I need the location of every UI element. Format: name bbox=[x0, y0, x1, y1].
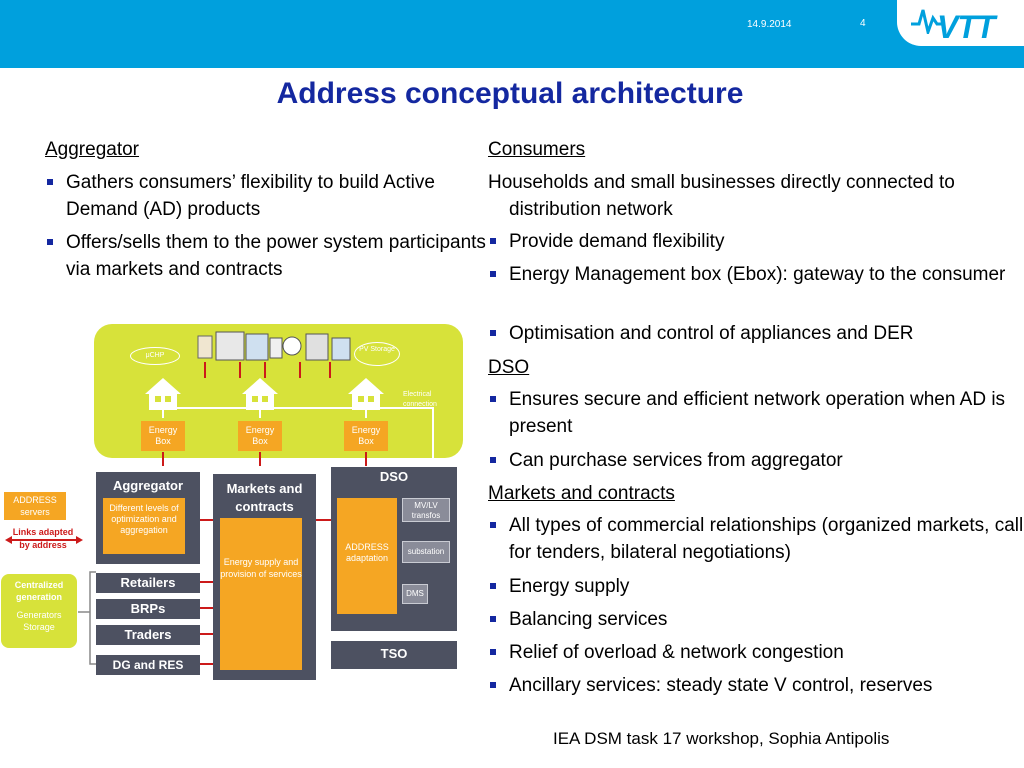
markets-bullet: All types of commercial relationships (o… bbox=[488, 512, 1024, 566]
footer-text: IEA DSM task 17 workshop, Sophia Antipol… bbox=[553, 729, 890, 748]
traders-box: Traders bbox=[96, 625, 200, 645]
consumers-heading: Consumers bbox=[488, 139, 586, 160]
retailers-box: Retailers bbox=[96, 573, 200, 593]
house-icon bbox=[348, 378, 384, 410]
links-adapted-label: Links adapted by address bbox=[12, 527, 74, 550]
tso-panel-title: TSO bbox=[380, 646, 408, 661]
centralized-generation-box: Centralized generation Generators Storag… bbox=[1, 574, 77, 648]
markets-bullet: Relief of overload & network congestion bbox=[488, 639, 1024, 666]
appliances-icon bbox=[197, 331, 351, 361]
house-icon bbox=[145, 378, 181, 410]
aggregator-bullet: Gathers consumers’ flexibility to build … bbox=[45, 169, 486, 223]
energy-box: Energy Box bbox=[238, 421, 282, 451]
electrical-connection-label: Electrical connection bbox=[403, 391, 437, 408]
brps-box: BRPs bbox=[96, 599, 200, 619]
mvlv-label: MV/LV transfos bbox=[402, 498, 450, 522]
energy-supply-box: Energy supply and provision of services bbox=[220, 518, 302, 670]
dso-bullet: Ensures secure and efficient network ope… bbox=[488, 386, 1024, 440]
dg-res-box: DG and RES bbox=[96, 655, 200, 675]
address-servers-label: ADDRESS servers bbox=[4, 492, 66, 520]
logo-text: VTT bbox=[937, 9, 995, 45]
consumers-bullet: Energy Management box (Ebox): gateway to… bbox=[488, 261, 1024, 288]
markets-bullet: Ancillary services: steady state V contr… bbox=[488, 672, 1024, 699]
aggregation-box: Different levels of optimization and agg… bbox=[103, 498, 185, 554]
markets-bullet: Balancing services bbox=[488, 606, 1024, 633]
vtt-logo: VTT bbox=[897, 0, 1024, 46]
uchp-oval: μCHP bbox=[130, 347, 180, 365]
dso-heading: DSO bbox=[488, 357, 530, 378]
header-bar bbox=[0, 0, 1024, 68]
tso-panel bbox=[331, 641, 457, 669]
markets-panel-title: Markets and contracts bbox=[226, 481, 303, 514]
energy-box: Energy Box bbox=[344, 421, 388, 451]
slide-date: 14.9.2014 bbox=[747, 19, 792, 30]
aggregator-panel-title: Aggregator bbox=[112, 478, 184, 493]
address-adaptation-box: ADDRESS adaptation bbox=[337, 498, 397, 614]
pv-storage-oval: PV Storage bbox=[354, 342, 400, 366]
dso-bullet: Can purchase services from aggregator bbox=[488, 447, 1024, 474]
logo-wave-icon bbox=[911, 9, 945, 34]
centralized-generation-label: Centralized generation bbox=[14, 580, 64, 602]
consumers-bullet: Provide demand flexibility bbox=[488, 228, 1024, 255]
dms-label: DMS bbox=[402, 584, 428, 604]
house-icon bbox=[242, 378, 278, 410]
dso-panel-title: DSO bbox=[379, 469, 409, 484]
consumers-text: Households and small businesses directly… bbox=[488, 172, 955, 220]
consumers-bullet: Optimisation and control of appliances a… bbox=[488, 320, 1024, 347]
aggregator-bullet: Offers/sells them to the power system pa… bbox=[45, 229, 486, 283]
page-title: Address conceptual architecture bbox=[276, 77, 744, 110]
generators-storage-label: Generators Storage bbox=[16, 610, 62, 632]
slide-number: 4 bbox=[860, 18, 866, 29]
aggregator-heading: Aggregator bbox=[45, 139, 140, 160]
markets-bullet: Energy supply bbox=[488, 573, 1024, 600]
energy-box: Energy Box bbox=[141, 421, 185, 451]
substation-label: substation bbox=[402, 541, 450, 563]
markets-heading: Markets and contracts bbox=[488, 483, 675, 504]
